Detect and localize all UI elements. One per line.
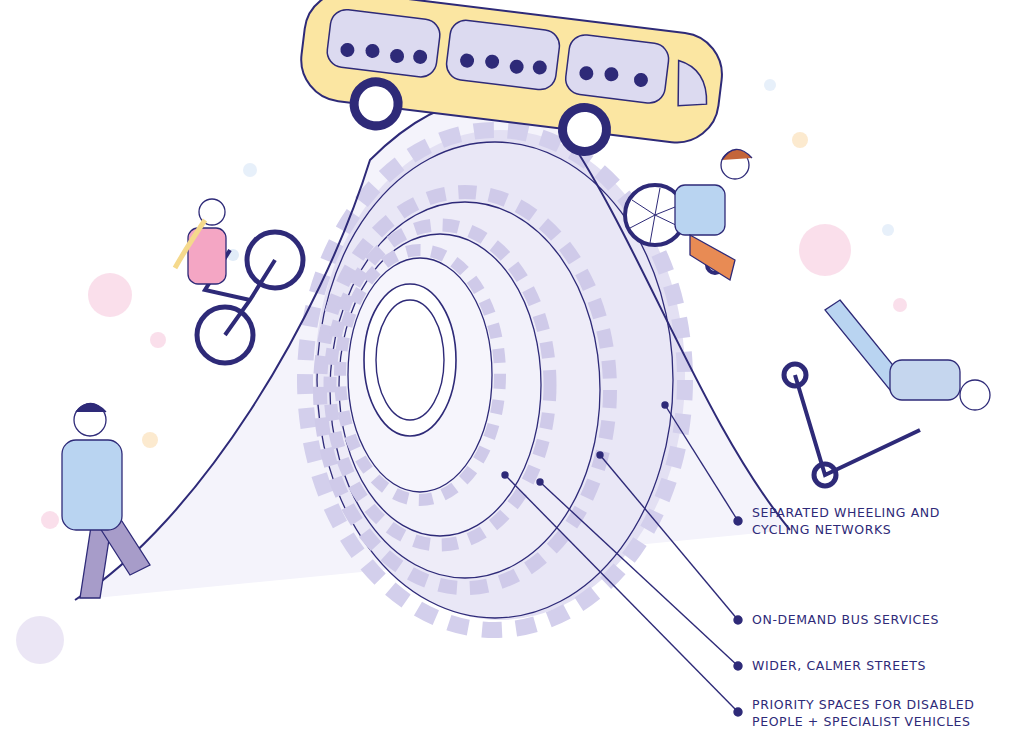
wheelchair-user-body xyxy=(675,185,725,235)
gear-teeth xyxy=(330,225,550,545)
scooter-rider-body xyxy=(890,360,960,400)
gear xyxy=(317,142,673,618)
leader-dot xyxy=(597,452,603,458)
bus-windscreen xyxy=(673,60,711,109)
bus-window xyxy=(445,18,561,91)
wheelchair-user-hair xyxy=(722,149,752,160)
leader-dot xyxy=(734,708,742,716)
hill-outline xyxy=(75,99,790,600)
leader-dot xyxy=(662,402,668,408)
scooter-rider xyxy=(784,300,990,486)
leader-dot xyxy=(734,616,742,624)
gear xyxy=(339,234,541,536)
paint-dot xyxy=(41,511,59,529)
paint-dot xyxy=(893,298,907,312)
leader-line xyxy=(600,455,738,620)
bus-window xyxy=(564,33,671,105)
wheelchair-user-legs xyxy=(690,235,735,280)
leader-dot xyxy=(537,479,543,485)
gear-cassette xyxy=(305,130,685,630)
passenger xyxy=(509,59,525,75)
callout-label: ON-DEMAND BUS SERVICES xyxy=(752,611,1012,628)
bus-window xyxy=(325,8,441,79)
passenger xyxy=(532,60,548,76)
paint-dot xyxy=(142,432,158,448)
leader-lines xyxy=(502,402,742,716)
passenger xyxy=(633,72,649,88)
callout-label: PRIORITY SPACES FOR DISABLED PEOPLE + SP… xyxy=(752,696,1017,730)
paint-dot xyxy=(88,273,132,317)
gear-teeth xyxy=(305,130,685,630)
leader-line xyxy=(665,405,738,521)
passenger xyxy=(340,42,356,58)
walker-hair xyxy=(76,404,106,413)
gear-hub-inner xyxy=(376,300,444,420)
paint-dot xyxy=(150,332,166,348)
bus-body xyxy=(296,0,726,147)
leader-dot xyxy=(734,662,742,670)
gear-teeth xyxy=(320,192,610,588)
gear xyxy=(348,258,492,492)
scooter-rider-helmet xyxy=(960,380,990,410)
paint-dot xyxy=(243,163,257,177)
walker xyxy=(62,404,150,599)
passenger xyxy=(412,49,428,65)
walker-body xyxy=(62,440,122,530)
passenger xyxy=(579,65,595,81)
callout-label: WIDER, CALMER STREETS xyxy=(752,657,1012,674)
gear xyxy=(330,202,600,578)
paint-dot xyxy=(764,79,776,91)
paint-dot xyxy=(16,616,64,664)
callout-label: SEPARATED WHEELING AND CYCLING NETWORKS xyxy=(752,504,992,538)
leader-line xyxy=(540,482,738,666)
leader-line xyxy=(505,475,738,712)
passenger xyxy=(604,67,620,83)
leader-dot xyxy=(734,517,742,525)
paint-dot xyxy=(792,132,808,148)
passenger xyxy=(365,43,381,59)
wheel-spokes xyxy=(630,188,682,243)
paint-dot xyxy=(882,224,894,236)
cyclist xyxy=(175,199,303,363)
passenger xyxy=(459,53,475,69)
passenger xyxy=(484,54,500,70)
bus-wheel xyxy=(352,79,401,128)
wheelchair-user xyxy=(625,149,752,280)
paint-dot xyxy=(799,224,851,276)
leader-dot xyxy=(502,472,508,478)
bus-wheel xyxy=(560,105,609,154)
cyclist-hair xyxy=(175,220,205,268)
gear-teeth xyxy=(340,250,500,500)
walker-head xyxy=(74,404,106,436)
passenger xyxy=(389,48,405,64)
bus xyxy=(294,0,727,167)
gear-hub xyxy=(364,284,456,436)
